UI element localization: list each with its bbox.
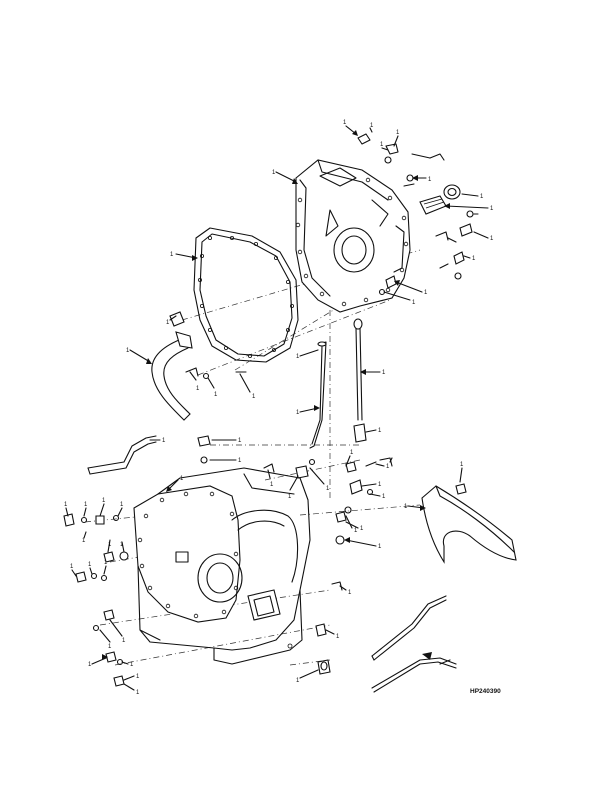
callout-mark: 1 [136, 674, 140, 680]
callout-mark: 1 [386, 464, 390, 470]
callout-mark: 1 [238, 438, 242, 444]
callout-mark: 1 [108, 542, 112, 548]
callout-mark: 1 [120, 542, 124, 548]
callout-mark: 1 [296, 678, 300, 684]
callout-mark: 1 [162, 438, 166, 444]
callout-mark: 1 [64, 502, 68, 508]
callout-mark: 1 [378, 544, 382, 550]
callout-mark: 1 [396, 130, 400, 136]
callout-mark: 1 [336, 634, 340, 640]
callout-mark: 1 [180, 476, 184, 482]
small-parts-top [357, 133, 474, 296]
callout-mark: 1 [120, 502, 124, 508]
callout-mark: 1 [88, 562, 92, 568]
dipstick-tube [309, 341, 327, 449]
bent-rod-left [87, 435, 157, 475]
callout-mark: 1 [70, 564, 74, 570]
callout-mark: 1 [404, 504, 408, 510]
callout-mark: 1 [288, 494, 292, 500]
alignment-lines [84, 249, 421, 666]
callout-mark: 1 [424, 290, 428, 296]
main-housing [133, 467, 311, 665]
callout-mark: 1 [214, 392, 218, 398]
callout-mark: 1 [136, 690, 140, 696]
callout-mark: 1 [108, 644, 112, 650]
callout-mark: 1 [472, 256, 476, 262]
callout-mark: 1 [252, 394, 256, 400]
callout-mark: 1 [296, 410, 300, 416]
callout-mark: 1 [196, 386, 200, 392]
callout-mark: 1 [370, 123, 374, 129]
callout-mark: 1 [382, 494, 386, 500]
curved-shield [421, 485, 517, 564]
callout-mark: 1 [380, 142, 384, 148]
callout-mark: 1 [480, 194, 484, 200]
callout-mark: 1 [343, 120, 347, 126]
callout-mark: 1 [126, 348, 130, 354]
callout-mark: 1 [102, 498, 106, 504]
callout-mark: 1 [490, 206, 494, 212]
callout-mark: 1 [428, 177, 432, 183]
callout-mark: 1 [82, 538, 86, 544]
callout-mark: 1 [170, 252, 174, 258]
callout-marks: 1 1 1 1 1 1 1 1 1 1 1 1 1 1 1 1 1 1 1 1 … [64, 120, 494, 696]
callout-mark: 1 [354, 528, 358, 534]
curved-tube [151, 331, 193, 421]
callout-mark: 1 [130, 662, 134, 668]
flange-housing [295, 159, 411, 313]
callout-mark: 1 [378, 482, 382, 488]
bent-rod-right-upper [371, 595, 447, 661]
callout-mark: 1 [360, 526, 364, 532]
callout-mark: 1 [412, 300, 416, 306]
dipstick [353, 318, 367, 443]
callout-mark: 1 [296, 354, 300, 360]
callout-mark: 1 [348, 590, 352, 596]
callout-mark: 1 [490, 236, 494, 242]
small-parts-middle [169, 311, 467, 637]
callout-mark: 1 [326, 486, 330, 492]
flange-housing-bolt-holes [295, 177, 409, 307]
callout-mark: 1 [88, 662, 92, 668]
gasket [193, 227, 299, 363]
callout-mark: 1 [460, 462, 464, 468]
figure-id: HP240390 [470, 688, 501, 695]
callout-leaders [65, 125, 489, 691]
callout-mark: 1 [378, 428, 382, 434]
gasket-bolt-holes [197, 235, 294, 358]
callout-mark: 1 [272, 170, 276, 176]
callout-mark: 1 [122, 638, 126, 644]
callout-mark: 1 [350, 450, 354, 456]
callout-mark: 1 [238, 458, 242, 464]
callout-mark: 1 [104, 560, 108, 566]
main-housing-bolt-holes [137, 491, 239, 619]
callout-mark: 1 [84, 502, 88, 508]
callout-mark: 1 [382, 370, 386, 376]
callout-mark: 1 [166, 320, 170, 326]
bent-rod-right-lower [371, 652, 457, 693]
callout-mark: 1 [270, 482, 274, 488]
